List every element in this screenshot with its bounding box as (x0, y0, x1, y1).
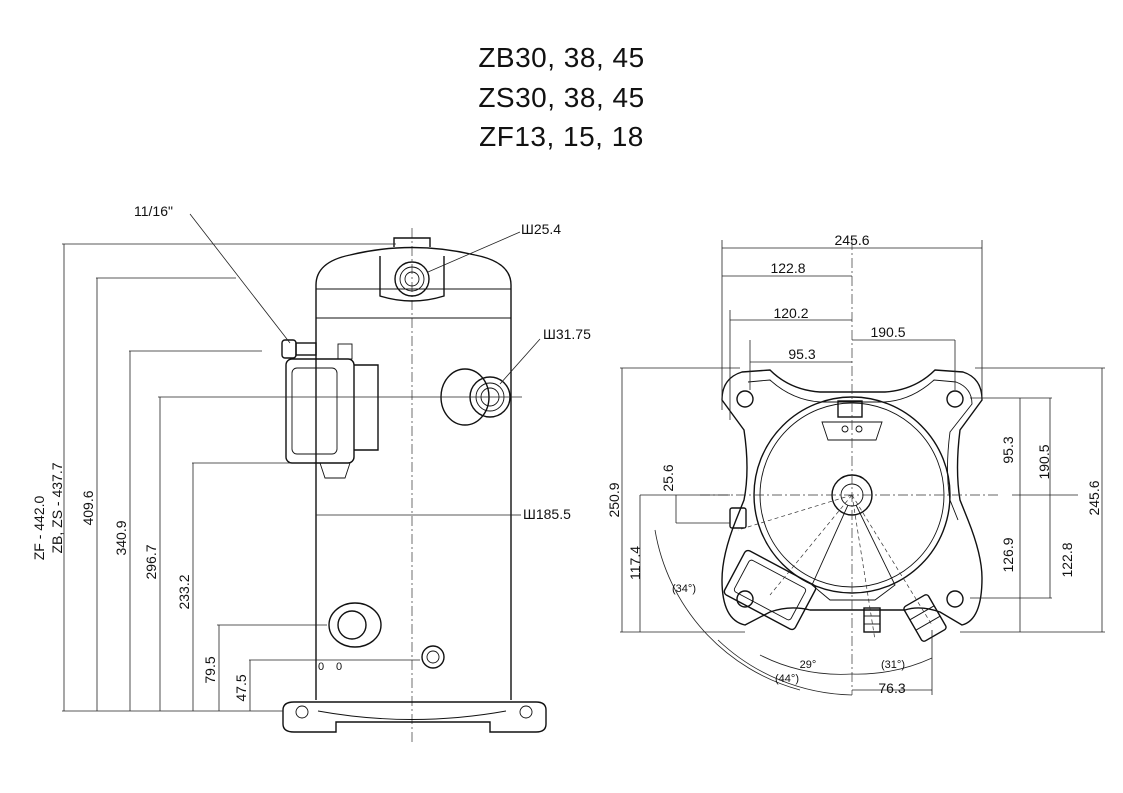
arc-44 (717, 639, 853, 696)
leader-discharge (427, 231, 521, 273)
label-25-6: 25.6 (660, 464, 676, 491)
top-cap (393, 237, 431, 247)
oil-drain-bore (426, 650, 440, 664)
terminal-pin-a (841, 425, 849, 433)
top-terminal-lugs (821, 421, 883, 441)
mount-hole-right (519, 705, 533, 719)
label-angle-29: 29° (800, 659, 817, 671)
terminal-bottom-clip (319, 462, 351, 479)
top-mount-hole-tr (946, 390, 964, 408)
mount-hole-left (295, 705, 309, 719)
label-height-zb-zs: ZB, ZS - 437.7 (49, 462, 65, 553)
top-mount-hole-bl (736, 590, 754, 608)
label-height-zf: ZF - 442.0 (31, 496, 47, 561)
top-view: 245.6 122.8 120.2 190.5 95.3 250.9 25.6 … (606, 232, 1105, 696)
label-245-6: 245.6 (834, 232, 869, 248)
label-r-190-5: 190.5 (1036, 444, 1052, 479)
label-11-16: 11/16" (134, 203, 173, 219)
shell-dome (315, 246, 512, 318)
top-oil-fitting (863, 607, 881, 633)
oil-drain-fitting (421, 645, 445, 669)
label-76-3: 76.3 (878, 680, 905, 696)
discharge-housing (379, 256, 445, 302)
model-title-zb: ZB30, 38, 45 (478, 42, 645, 73)
label-250-9: 250.9 (606, 482, 622, 517)
radial-line-44 (769, 494, 853, 596)
top-mount-hole-br (946, 590, 964, 608)
terminal-box-cover (291, 367, 338, 455)
discharge-fitting-outer (394, 261, 430, 297)
discharge-fitting-bore (404, 271, 420, 287)
label-r-126-9: 126.9 (1000, 537, 1016, 572)
label-r-245-6: 245.6 (1086, 480, 1102, 515)
arc-34 (654, 529, 801, 691)
label-79-5: 79.5 (202, 656, 218, 683)
label-233-2: 233.2 (176, 574, 192, 609)
discharge-fitting-inner (399, 266, 425, 292)
model-title-zs: ZS30, 38, 45 (478, 82, 645, 113)
top-cone (811, 504, 896, 601)
radial-line-34 (737, 494, 853, 531)
label-angle-44: (44°) (775, 673, 799, 685)
model-title-zf: ZF13, 15, 18 (479, 121, 644, 152)
terminal-box-side (354, 364, 379, 451)
label-340-9: 340.9 (113, 520, 129, 555)
top-fitting-11-16 (729, 507, 747, 529)
fitting-11-16-body (295, 342, 317, 356)
oil-fitting-outer (328, 602, 382, 648)
label-angle-34: (34°) (672, 583, 696, 595)
fitting-11-16 (281, 339, 297, 359)
label-r-95-3: 95.3 (1000, 436, 1016, 463)
label-122-8: 122.8 (770, 260, 805, 276)
terminal-tab (337, 343, 353, 360)
small-mark-b: 0 (336, 661, 342, 673)
label-296-7: 296.7 (143, 544, 159, 579)
leader-suction (499, 338, 541, 385)
arc-31 (851, 657, 933, 675)
top-terminal-box (723, 549, 817, 631)
terminal-pin-b (855, 425, 863, 433)
shell-walls (315, 318, 512, 700)
oil-fitting-inner (337, 610, 367, 640)
top-suction-fitting (903, 594, 947, 642)
label-47-5: 47.5 (233, 674, 249, 701)
label-angle-31: (31°) (881, 659, 905, 671)
label-117-4: 117.4 (627, 546, 643, 580)
arc-29 (759, 654, 853, 675)
top-bracket (837, 400, 863, 418)
radial-line-29 (851, 494, 876, 641)
terminal-box (285, 358, 355, 464)
label-190-5: 190.5 (870, 324, 905, 340)
label-409-6: 409.6 (80, 490, 96, 525)
label-discharge-dia: Ш25.4 (521, 221, 561, 237)
label-120-2: 120.2 (773, 305, 808, 321)
top-base-plate (721, 369, 983, 626)
label-95-3: 95.3 (788, 346, 815, 362)
top-mount-hole-tl (736, 390, 754, 408)
radial-line-31 (851, 494, 933, 626)
base-plate (282, 701, 547, 733)
label-suction-dia: Ш31.75 (543, 326, 591, 342)
top-base-inner (747, 379, 973, 521)
label-r-122-8: 122.8 (1059, 542, 1075, 577)
small-mark-a: 0 (318, 661, 324, 673)
side-view: 0 0 11/16" Ш25.4 Ш31.75 (31, 203, 591, 745)
leader-11-16 (189, 213, 291, 344)
base-plate-curve (317, 710, 507, 720)
label-shell-dia: Ш185.5 (523, 506, 571, 522)
